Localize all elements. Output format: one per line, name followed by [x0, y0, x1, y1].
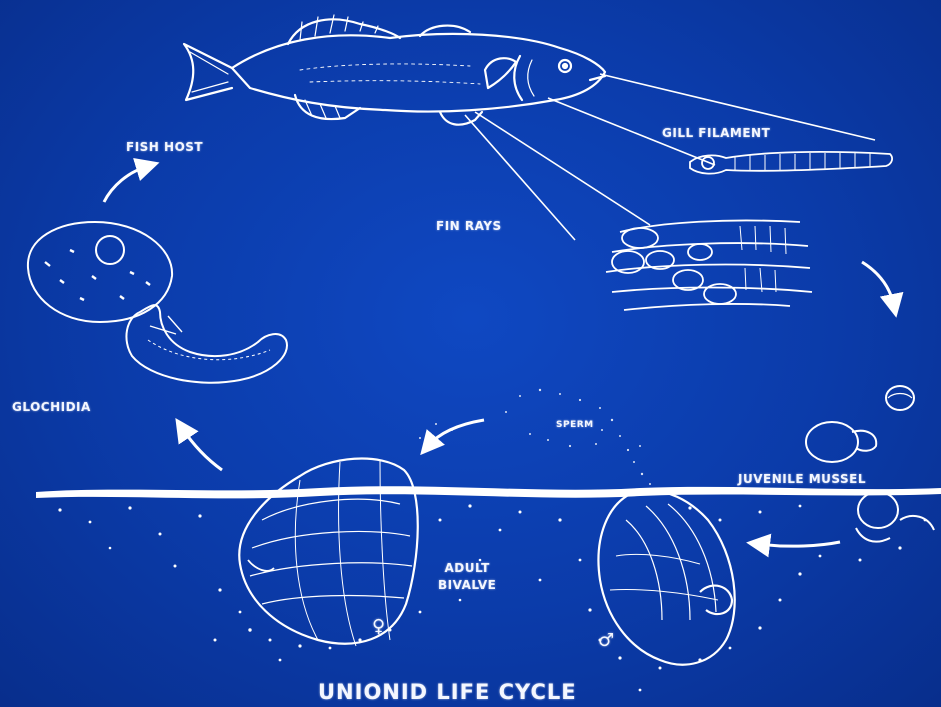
label-sperm: SPERM	[556, 420, 594, 430]
male-symbol: ♂	[598, 630, 615, 651]
female-symbol: ♀	[372, 616, 386, 637]
label-juvenile-mussel: JUVENILE MUSSEL	[738, 472, 866, 486]
juvenile-mussel-drawing	[806, 386, 934, 542]
label-gill-filament: GILL FILAMENT	[662, 126, 770, 140]
fish-host-drawing	[184, 15, 605, 125]
adult-bivalve-male-drawing	[599, 490, 735, 665]
label-adult-line-2: BIVALVE	[438, 577, 496, 594]
sperm-cloud	[419, 389, 651, 485]
label-adult-bivalve: ADULT BIVALVE	[438, 560, 496, 594]
gill-filament-drawing	[690, 152, 892, 174]
label-fin-rays: FIN RAYS	[436, 219, 502, 233]
glochidia-drawing	[28, 222, 287, 383]
label-glochidia: GLOCHIDIA	[12, 400, 91, 414]
pointer-lines	[465, 74, 875, 240]
label-fish-host: FISH HOST	[126, 140, 203, 154]
diagram-title: UNIONID LIFE CYCLE	[318, 680, 577, 704]
fin-rays-drawing	[606, 220, 812, 310]
label-adult-line-1: ADULT	[438, 560, 496, 577]
